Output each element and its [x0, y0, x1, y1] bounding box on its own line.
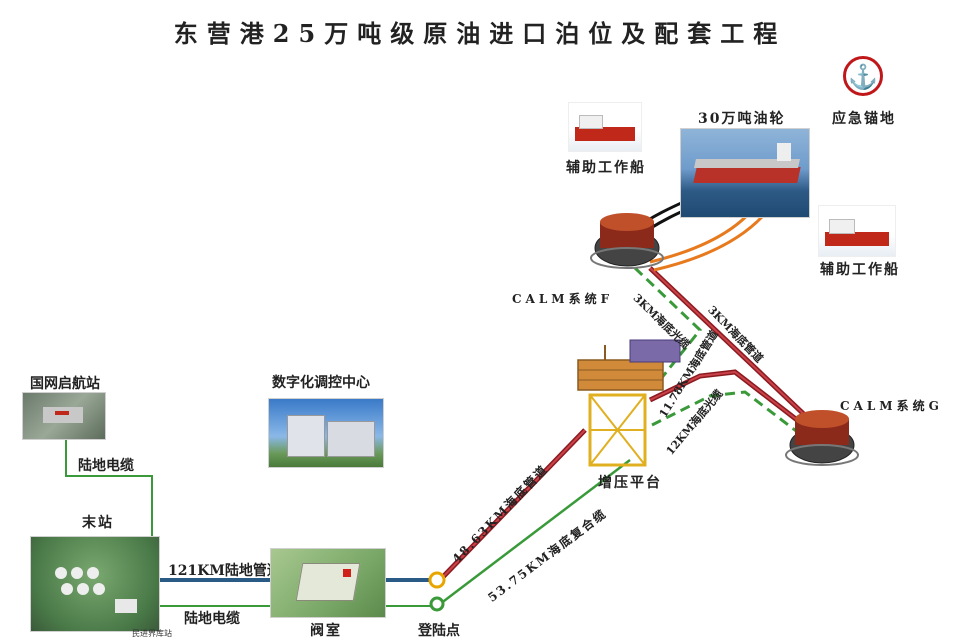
- aux-ship-label-1: 辅助工作船: [566, 160, 646, 176]
- calm-f-label: CALM系统F: [512, 292, 614, 306]
- land-pipeline-label: 121KM陆地管道: [168, 563, 281, 579]
- landing-point-marker-1: [428, 571, 446, 589]
- calm-g-buoy: [785, 410, 859, 466]
- tanker-label: 30万吨油轮: [698, 111, 786, 127]
- digital-center-label: 数字化调控中心: [272, 375, 370, 391]
- tanker-image: [680, 128, 810, 218]
- landing-point-label: 登陆点: [418, 623, 460, 639]
- calm-f-buoy: [590, 213, 664, 269]
- subsea-cable-53: [439, 459, 631, 605]
- emergency-anchorage-label: 应急锚地: [832, 111, 896, 127]
- calm-g-label: CALM系统G: [840, 399, 943, 413]
- page-title: 东营港25万吨级原油进口泊位及配套工程: [173, 19, 787, 48]
- grid-station-label: 国网启航站: [30, 376, 100, 392]
- aux-ship-label-2: 辅助工作船: [820, 262, 900, 278]
- valve-room-label: 阀室: [310, 623, 342, 639]
- subsea-cable-3f: [633, 266, 703, 381]
- terminal-label: 末站: [82, 515, 114, 531]
- booster-platform-label: 增压平台: [598, 475, 662, 491]
- terminal-sign: 民进界库站: [132, 629, 172, 638]
- landing-point-marker-2: [429, 596, 445, 612]
- land-cable-label-2: 陆地电缆: [184, 611, 240, 627]
- anchor-icon: ⚓: [843, 56, 883, 96]
- grid-station-image: [22, 392, 106, 440]
- digital-center-image: [268, 398, 384, 468]
- terminal-image: [30, 536, 160, 632]
- subsea-cable-12: [651, 390, 809, 442]
- valve-room-image: [270, 548, 386, 618]
- booster-platform-structure: [577, 339, 681, 467]
- aux-ship-image-1: [568, 102, 642, 152]
- land-cable-label-1: 陆地电缆: [78, 458, 134, 474]
- aux-ship-image-2: [818, 205, 896, 257]
